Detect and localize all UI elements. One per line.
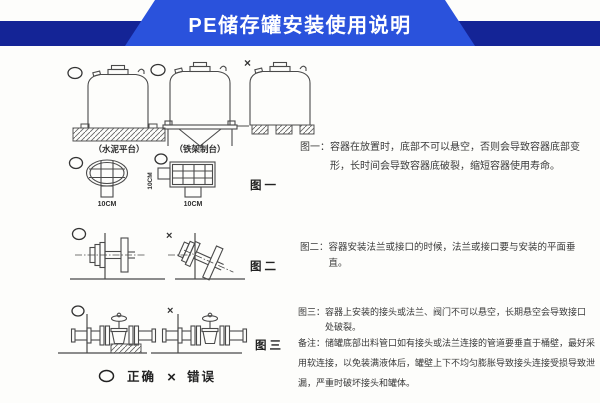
valve-icon (161, 312, 248, 346)
correct-mark-icon (68, 156, 84, 170)
note-fig3: 图三： 容器上安装的接头或法兰、阀门不可以悬空，长期悬空会导致接口处破裂。 (298, 305, 595, 335)
valve-support-block (110, 343, 142, 354)
wrong-mark-icon: × (167, 369, 176, 386)
diagram-svg: （水泥平台） （铁架制台） × (58, 56, 315, 386)
note-remark-label: 备注： (298, 338, 326, 348)
valve-icon (70, 312, 157, 346)
note-fig3-text: 容器上安装的接头或法兰、阀门不可以悬空，长期悬空会导致接口处破裂。 (325, 307, 587, 332)
tank-icon (169, 61, 231, 126)
tank-icon (249, 61, 311, 126)
fig3-correct (58, 305, 157, 354)
header-ribbon (125, 0, 475, 46)
cement-platform (72, 127, 166, 142)
correct-mark-icon (67, 66, 83, 80)
fig2-correct (70, 227, 165, 280)
legend-wrong-label: 错误 (187, 369, 216, 384)
note-fig1-text: 容器在放置时，底部不可以悬空，否则会导致容器底部变形，长时间会导致容器底破裂，缩… (330, 142, 580, 172)
note-remark-text: 储罐底部出料管口如有接头或法兰连接的管道要垂直于桶壁，最好采用软连接，以免装满液… (298, 338, 596, 388)
fig1-label: 图一 (250, 178, 279, 192)
fig3-label: 图三 (255, 338, 284, 352)
page-title: PE储存罐安装使用说明 (188, 14, 412, 37)
platform2-label: （铁架制台） (174, 144, 225, 154)
fig3-wrong: × (151, 305, 248, 354)
wrong-mark-icon: × (244, 56, 251, 70)
platform1-label: （水泥平台） (93, 144, 144, 154)
correct-mark-icon (71, 305, 85, 317)
fig2-label: 图二 (250, 259, 279, 273)
fig1-tank-frame: （铁架制台） (150, 61, 238, 154)
header-banner: PE储存罐安装使用说明 (0, 0, 600, 46)
correct-mark-icon (71, 227, 87, 241)
fig2-wrong: × (166, 230, 245, 284)
tank-icon (87, 64, 149, 129)
fig1-tank-cement: （水泥平台） (67, 64, 166, 154)
fig1-tank-wrong: × (237, 56, 315, 135)
correct-mark-icon (98, 369, 115, 383)
legend-correct-label: 正确 (127, 369, 156, 384)
note-fig3-label: 图三： (298, 307, 326, 317)
correct-mark-icon (154, 153, 168, 165)
note-fig2-label: 图二： (300, 242, 329, 253)
dim-label: 10CM (98, 201, 117, 208)
fig1-rect-grid: 10CM 10CM (147, 153, 216, 208)
fig1-round-grid: 10CM (68, 156, 129, 208)
note-fig1: 图一： 容器在放置时，底部不可以悬空，否则会导致容器底部变形，长时间会导致容器底… (300, 138, 592, 176)
note-fig1-label: 图一： (300, 142, 330, 153)
dim-label-bottom: 10CM (184, 201, 203, 208)
wrong-mark-icon: × (166, 230, 172, 242)
iron-frame-platform (162, 120, 238, 147)
wrong-mark-icon: × (167, 305, 173, 317)
note-fig2-text: 容器安装法兰或接口的时候，法兰或接口要与安装的平面垂直。 (328, 242, 576, 269)
legend: 正确 × 错误 (98, 369, 216, 386)
note-remark: 备注：储罐底部出料管口如有接头或法兰连接的管道要垂直于桶壁，最好采用软连接，以免… (298, 333, 596, 393)
support-blocks (251, 124, 315, 135)
note-fig2: 图二： 容器安装法兰或接口的时候，法兰或接口要与安装的平面垂直。 (300, 240, 592, 272)
correct-mark-icon (150, 63, 166, 77)
dim-label-side: 10CM (147, 172, 154, 189)
diagram-panel: （水泥平台） （铁架制台） × (45, 52, 315, 398)
